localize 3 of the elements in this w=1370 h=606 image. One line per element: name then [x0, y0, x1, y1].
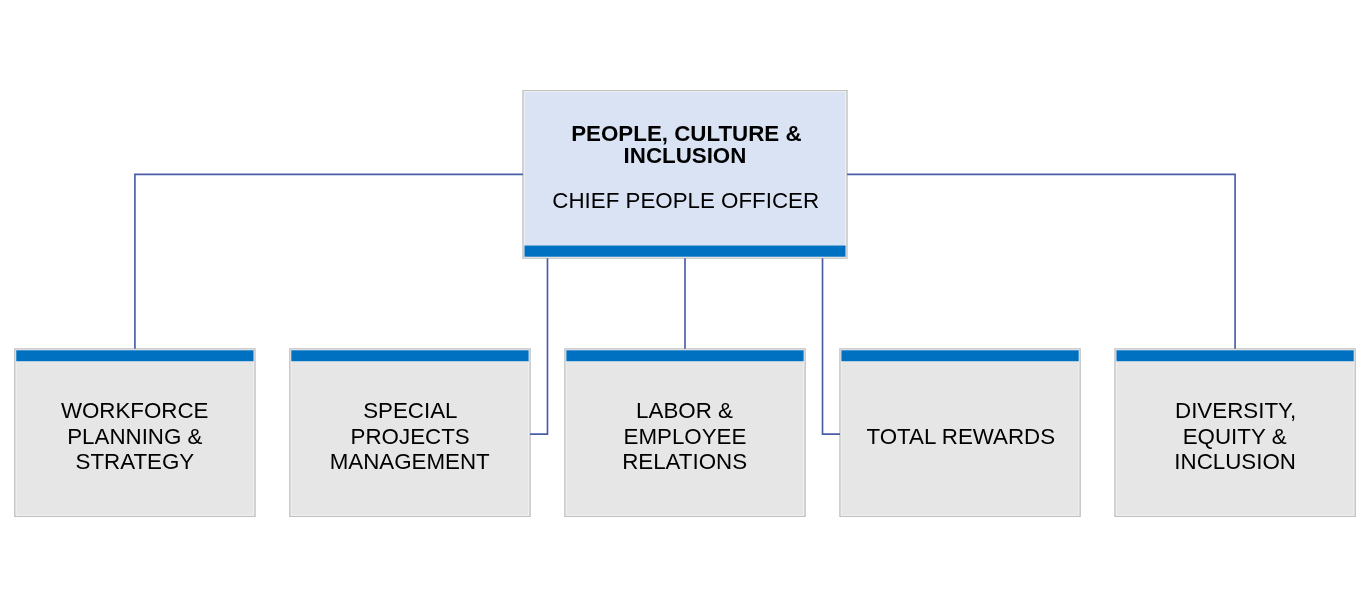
- connector: [134, 173, 524, 350]
- connector: [846, 173, 1236, 350]
- connector: [684, 256, 686, 350]
